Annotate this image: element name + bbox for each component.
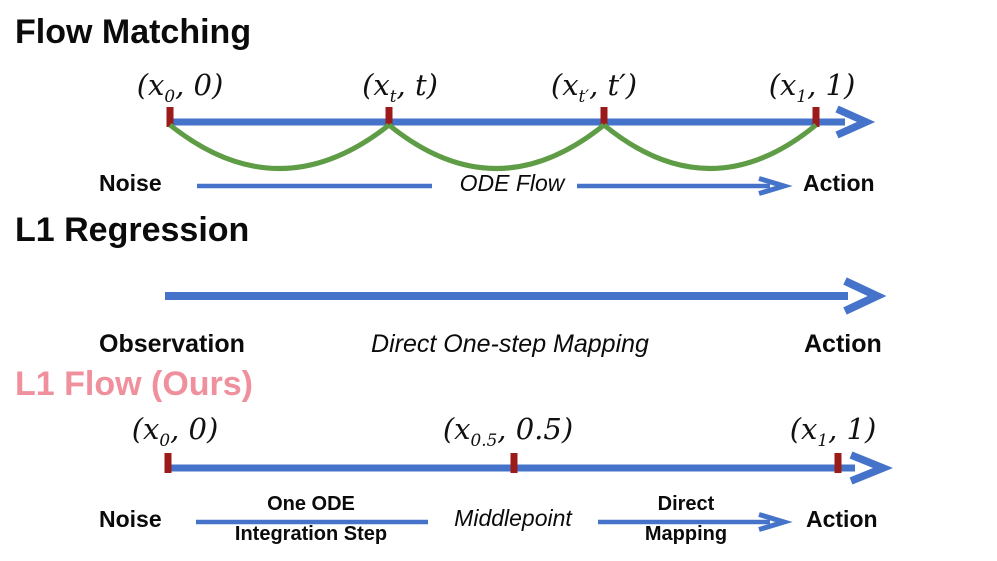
section-title-l1-regression: L1 Regression [15,211,250,249]
l1-flow-end-label: Action [806,506,878,532]
flow-matching-end-label: Action [803,170,875,196]
l1-regression-start-label: Observation [99,330,245,358]
flow-matching-start-label: Noise [99,170,162,196]
l1-regression-middle-label: Direct One-step Mapping [371,330,649,358]
point-label-xtprime: (xt′, t′) [550,68,638,106]
l1-flow-start-label: Noise [99,506,162,532]
arrowhead-icon [849,451,893,485]
ode-arc-2 [387,123,606,171]
point-label-x05-ours: (x0.5, 0.5) [442,412,574,450]
point-label-x1: (x1, 1) [768,68,856,106]
small-arrowhead-icon [758,176,793,196]
l1-regression-arrow [165,277,887,315]
tick-x1-ours [834,453,842,473]
l1-flow-step1-top-label: One ODE [267,493,355,515]
section-title-l1-flow-ours: L1 Flow (Ours) [15,365,253,403]
tick-x05-ours [510,453,518,473]
flow-matching-timeline [166,105,876,196]
point-label-xt: (xt, t) [362,68,438,106]
point-label-x1-ours: (x1, 1) [789,412,877,450]
ode-arc-1 [168,123,391,171]
section-title-flow-matching: Flow Matching [15,13,252,51]
point-label-x0-ours: (x0, 0) [131,412,219,450]
l1-flow-step2-top-label: Direct [657,493,715,515]
l1-flow-step2-bottom-label: Mapping [644,523,728,545]
l1-flow-step1-bottom-label: Integration Step [234,523,388,545]
tick-xtprime [600,107,608,127]
flow-matching-middle-label: ODE Flow [459,170,565,196]
tick-x0-ours [164,453,172,473]
arrowhead-icon [835,105,876,139]
l1-flow-middle-label: Middlepoint [454,505,572,531]
tick-xt [385,107,393,127]
point-label-x0: (x0, 0) [136,68,224,106]
arrowhead-icon [843,277,887,315]
tick-x1 [812,107,820,127]
l1-flow-timeline [164,451,893,532]
l1-regression-end-label: Action [804,330,882,358]
ode-arc-3 [602,123,818,171]
tick-x0 [166,107,174,127]
small-arrowhead-icon [758,512,793,532]
